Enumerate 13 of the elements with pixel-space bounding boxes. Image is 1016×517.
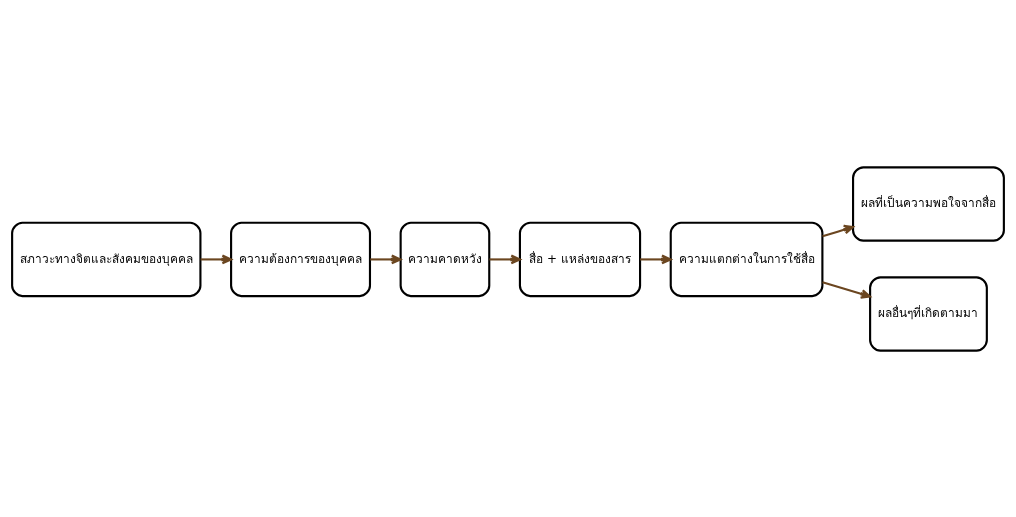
node-box: ผลอื่นๆที่เกิดตามมา bbox=[869, 275, 988, 352]
arrow bbox=[640, 254, 672, 264]
arrow bbox=[822, 280, 871, 299]
node-box: สื่อ + แหล่งของสาร bbox=[518, 221, 642, 297]
arrow bbox=[200, 254, 233, 264]
arrow bbox=[822, 224, 854, 237]
arrow bbox=[370, 254, 402, 264]
arrow bbox=[489, 254, 521, 264]
node-box: ความต้องการของบุคคล bbox=[230, 221, 372, 297]
node-box: ผลที่เป็นความพอใจจากสื่อ bbox=[852, 165, 1005, 242]
node-box: ความแตกต่างในการใช้สื่อ bbox=[669, 221, 824, 297]
node-box: สภาวะทางจิตและสังคมของบุคคล bbox=[11, 221, 202, 297]
node-box: ความคาดหวัง bbox=[399, 221, 491, 297]
